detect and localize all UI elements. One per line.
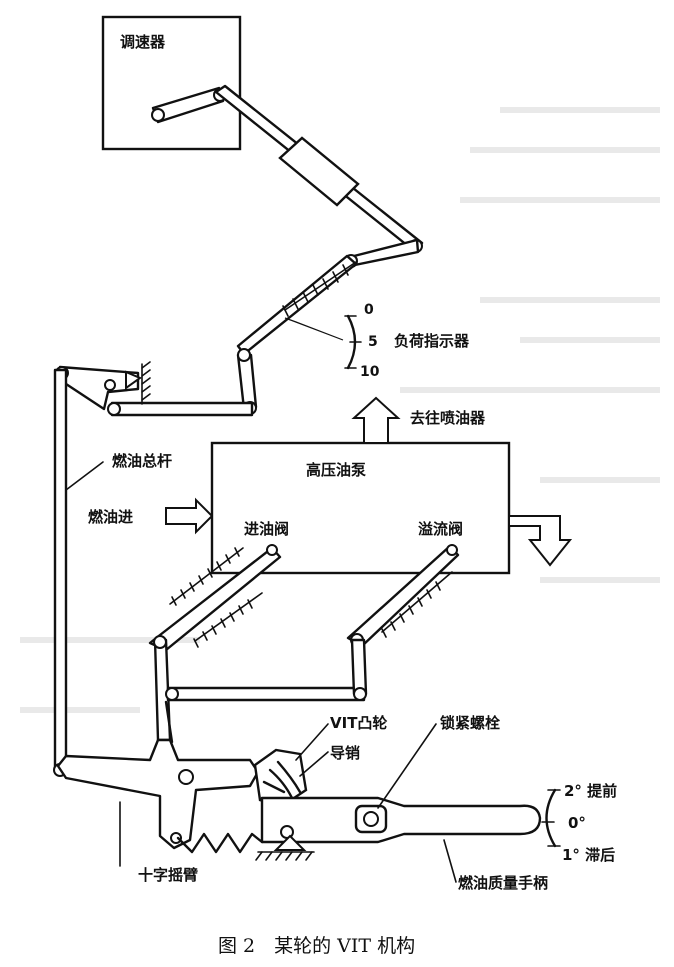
- load-pointer: [284, 317, 344, 341]
- cross-rocker: [56, 738, 260, 850]
- to-injector-label: 去往喷油器: [410, 409, 486, 427]
- spill-outlet-arrow: [508, 515, 573, 567]
- vit-cam-label: VIT凸轮: [330, 714, 387, 732]
- fuel-in-label: 燃油进: [88, 508, 133, 526]
- scale-mark-5: 5: [368, 334, 378, 350]
- fuel-lever-label: 燃油总杆: [112, 452, 172, 470]
- load-scale: 0 5 10: [344, 302, 380, 380]
- figure-caption: 图 2 某轮的 VIT 机构: [218, 935, 415, 957]
- spring: [176, 832, 264, 854]
- vit-cam: [253, 748, 308, 808]
- hp-pump-label: 高压油泵: [306, 461, 366, 479]
- advance-label: 2° 提前: [564, 782, 617, 800]
- governor-label: 调速器: [120, 33, 166, 51]
- load-indicator-label: 负荷指示器: [394, 332, 470, 350]
- timing-scale: [541, 788, 561, 848]
- scale-mark-0: 0: [364, 302, 374, 318]
- retard-label: 1° 滞后: [562, 846, 615, 864]
- bottom-ground-hatch: [255, 834, 315, 861]
- quality-handle-plate: [260, 796, 542, 844]
- damper-cylinder: [278, 136, 360, 207]
- guide-pin-label: 导销: [330, 744, 360, 762]
- zero-label: 0°: [568, 814, 586, 832]
- fuel-in-arrow: [165, 497, 214, 535]
- spill-hatch: [381, 571, 453, 638]
- to-injector-arrow: [351, 396, 401, 444]
- left-ground-hatch: [141, 361, 151, 405]
- quality-handle-label: 燃油质量手柄: [458, 874, 548, 892]
- guide-pin: [262, 760, 302, 800]
- lock-bolt-label: 锁紧螺栓: [440, 714, 500, 732]
- hp-pump-box: [210, 441, 511, 575]
- spill-valve-label: 溢流阀: [418, 520, 463, 538]
- cross-rocker-label: 十字摇臂: [138, 866, 198, 884]
- background-texture: [20, 107, 660, 713]
- scale-mark-10: 10: [360, 364, 380, 380]
- inlet-valve-label: 进油阀: [244, 520, 289, 538]
- fuel-main-rod: [53, 368, 68, 770]
- load-indicator-lever: [236, 254, 358, 356]
- governor-box: [101, 15, 242, 151]
- upper-ground-hatch: [282, 261, 357, 317]
- inlet-hatch: [169, 547, 263, 648]
